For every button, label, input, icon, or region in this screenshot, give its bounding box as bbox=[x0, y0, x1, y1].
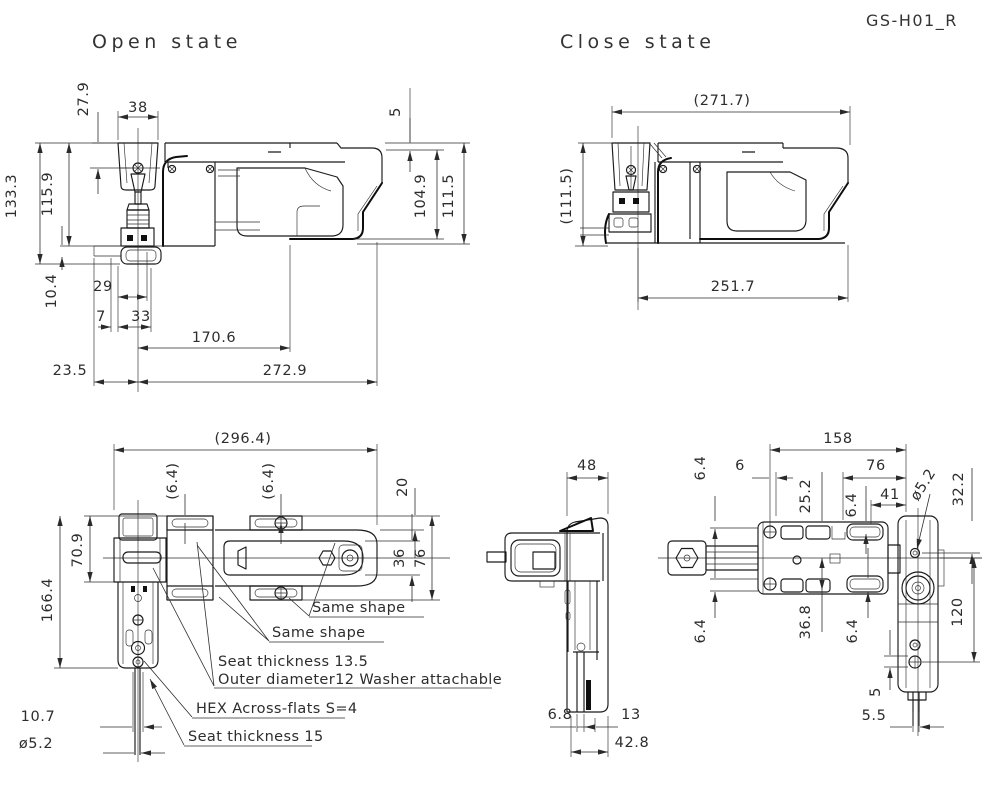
dim-rear-36-8: 36.8 bbox=[798, 605, 814, 640]
close-state-title: Close state bbox=[560, 31, 715, 53]
dim-close-251-7: 251.7 bbox=[711, 279, 756, 295]
dim-plan-36: 36 bbox=[392, 548, 408, 568]
dim-side-42-8: 42.8 bbox=[615, 735, 650, 751]
close-state-view: (271.7) (111.5) 251.7 bbox=[559, 93, 851, 310]
dim-open-29: 29 bbox=[93, 279, 113, 295]
dim-open-10-4: 10.4 bbox=[44, 274, 60, 309]
dim-rear-120: 120 bbox=[950, 597, 966, 626]
dim-rear-32-2: 32.2 bbox=[951, 472, 967, 507]
dim-plan-166-4: 166.4 bbox=[40, 578, 56, 623]
dim-plan-76: 76 bbox=[413, 548, 429, 568]
dim-open-115-9: 115.9 bbox=[40, 172, 56, 217]
dim-rear-5-5: 5.5 bbox=[862, 708, 887, 724]
dim-open-33: 33 bbox=[131, 309, 151, 325]
dim-open-5: 5 bbox=[388, 107, 404, 117]
dim-open-111-5: 111.5 bbox=[441, 174, 457, 219]
note-seat-thickness-15: Seat thickness 15 bbox=[188, 729, 324, 745]
rear-view: 158 6 76 25.2 6.4 41 ø5.2 32.2 6.4 6.4 3… bbox=[658, 431, 982, 736]
dim-rear-158: 158 bbox=[823, 431, 852, 447]
dim-plan-20: 20 bbox=[395, 477, 411, 497]
part-number: GS-H01_R bbox=[866, 11, 958, 31]
dim-rear-6-4-a: 6.4 bbox=[844, 493, 860, 518]
dim-rear-25-2: 25.2 bbox=[798, 479, 814, 514]
dim-rear-6-4-bottom-right: 6.4 bbox=[845, 619, 861, 644]
dim-plan-70-9: 70.9 bbox=[70, 533, 86, 568]
note-seat-thickness-13-5: Seat thickness 13.5 bbox=[218, 654, 368, 670]
dim-plan-296-4: (296.4) bbox=[214, 431, 271, 447]
note-hex-across-flats: HEX Across-flats S=4 bbox=[196, 701, 358, 717]
dim-rear-dia-5-2: ø5.2 bbox=[908, 466, 940, 504]
dim-open-23-5: 23.5 bbox=[53, 363, 88, 379]
dim-plan-10-7: 10.7 bbox=[21, 709, 56, 725]
note-washer: Outer diameter12 Washer attachable bbox=[218, 672, 502, 688]
open-state-title: Open state bbox=[92, 31, 242, 53]
dim-open-170-6: 170.6 bbox=[192, 330, 237, 346]
dim-close-111-5: (111.5) bbox=[559, 167, 575, 224]
dim-rear-5: 5 bbox=[868, 687, 884, 697]
dim-plan-dia-5-2: ø5.2 bbox=[19, 736, 53, 752]
note-same-shape-1: Same shape bbox=[312, 600, 406, 616]
dim-plan-6-4-b: (6.4) bbox=[261, 462, 277, 499]
dim-rear-41: 41 bbox=[880, 487, 900, 503]
dim-close-271-7: (271.7) bbox=[693, 93, 750, 109]
dim-plan-6-4-a: (6.4) bbox=[165, 462, 181, 499]
dim-open-272-9: 272.9 bbox=[263, 363, 308, 379]
note-same-shape-2: Same shape bbox=[272, 625, 366, 641]
dim-open-104-9: 104.9 bbox=[413, 174, 429, 219]
side-view: 48 6.8 13 42.8 bbox=[486, 458, 650, 757]
plan-view: (296.4) (6.4) (6.4) 20 36 76 70.9 166.4 … bbox=[19, 431, 502, 762]
dim-open-133-3: 133.3 bbox=[4, 174, 20, 219]
dim-side-6-8: 6.8 bbox=[548, 707, 573, 723]
dim-open-7: 7 bbox=[96, 309, 106, 325]
dim-rear-6-4-top-left: 6.4 bbox=[693, 456, 709, 481]
open-state-view: 27.9 38 5 133.3 115.9 104.9 111.5 10.4 2… bbox=[4, 82, 470, 392]
dim-side-13: 13 bbox=[621, 707, 641, 723]
dim-rear-6: 6 bbox=[735, 458, 745, 474]
dim-rear-76: 76 bbox=[866, 458, 886, 474]
dim-rear-6-4-bottom-left: 6.4 bbox=[693, 619, 709, 644]
dim-side-48: 48 bbox=[577, 458, 597, 474]
dim-open-38: 38 bbox=[128, 100, 148, 116]
dim-open-27-9: 27.9 bbox=[76, 82, 92, 117]
